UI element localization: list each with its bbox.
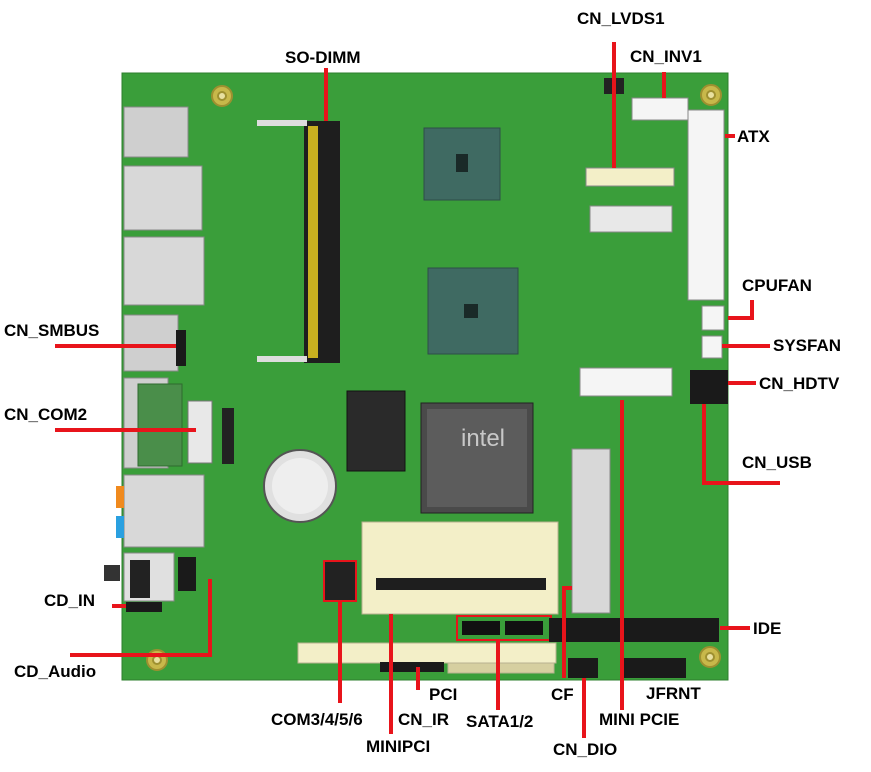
leader-lines — [55, 42, 780, 738]
pci-slot — [297, 642, 557, 664]
smbus-header — [176, 330, 186, 366]
super-io-chip — [346, 390, 406, 472]
cpufan-connector — [701, 305, 725, 331]
label-cn-lvds1: CN_LVDS1 — [577, 9, 665, 28]
label-cd-in: CD_IN — [44, 591, 96, 610]
label-atx: ATX — [737, 127, 770, 146]
label-ide: IDE — [753, 619, 782, 638]
label-cn-com2: CN_COM2 — [4, 405, 88, 424]
cd-in-header — [126, 602, 162, 612]
inv-connector — [631, 97, 689, 121]
intel-logo: intel — [461, 425, 505, 452]
label-cn-dio: CN_DIO — [553, 740, 618, 759]
label-cn-smbus: CN_SMBUS — [4, 321, 100, 340]
label-cd-audio: CD_Audio — [14, 662, 97, 681]
label-jfrnt: JFRNT — [646, 684, 701, 703]
ide-connector — [549, 618, 719, 642]
label-cpufan: CPUFAN — [742, 276, 812, 295]
label-cn-usb: CN_USB — [742, 453, 812, 472]
label-mini-pcie: MINI PCIE — [599, 710, 680, 729]
lvds-connector — [585, 167, 675, 187]
label-sysfan: SYSFAN — [773, 336, 842, 355]
label-pci: PCI — [429, 685, 458, 704]
mini-pcie-slot — [579, 367, 673, 397]
label-minipci: MINIPCI — [366, 737, 431, 756]
label-cf: CF — [551, 685, 574, 704]
cf-slot — [361, 521, 559, 615]
label-cn-hdtv: CN_HDTV — [759, 374, 840, 393]
rear-io-ports — [104, 106, 205, 602]
com-headers — [323, 560, 357, 602]
label-com3456: COM3/4/5/6 — [271, 710, 363, 729]
label-sata12: SATA1/2 — [466, 712, 534, 731]
ir-header — [380, 662, 444, 672]
mounting-holes — [146, 84, 722, 671]
label-cn-ir: CN_IR — [398, 710, 450, 729]
cd-audio-header — [178, 557, 196, 591]
so-dimm-slot — [257, 120, 340, 363]
label-cn-inv1: CN_INV1 — [630, 47, 702, 66]
label-so-dimm: SO-DIMM — [285, 48, 361, 67]
dio-header — [568, 658, 598, 678]
hdtv-header — [690, 370, 728, 404]
sysfan-connector — [701, 335, 723, 359]
jfrnt-header — [624, 658, 686, 678]
atx-connector — [687, 109, 725, 301]
